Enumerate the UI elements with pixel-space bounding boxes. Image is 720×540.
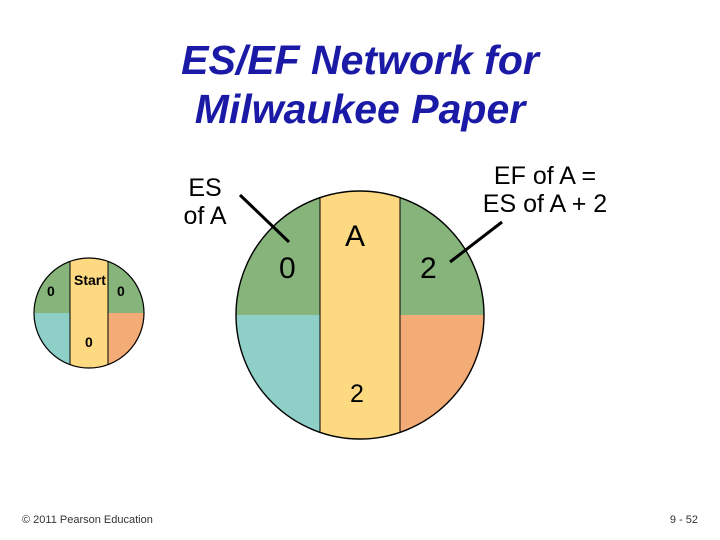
node-a-outline xyxy=(235,190,485,440)
node-a-duration-value: 2 xyxy=(350,380,364,408)
ef-callout-text: EF of A = ES of A + 2 xyxy=(482,162,608,218)
node-a-ef-value: 2 xyxy=(420,252,437,285)
start-node-label: Start xyxy=(74,272,106,288)
start-node-ef-value: 0 xyxy=(117,283,125,299)
ef-callout-pointer xyxy=(449,220,503,264)
footer-copyright: © 2011 Pearson Education xyxy=(22,514,153,526)
start-node-es-value: 0 xyxy=(47,283,55,299)
footer-page-number: 9 - 52 xyxy=(669,514,698,526)
start-node-outline xyxy=(33,257,145,369)
es-callout-pointer xyxy=(238,193,291,244)
title-line-1: ES/EF Network for xyxy=(181,37,539,83)
es-callout-text: ES of A xyxy=(183,174,227,230)
slide-title: ES/EF Network for Milwaukee Paper xyxy=(100,36,620,134)
node-a-label: A xyxy=(345,220,366,253)
node-a-center-band xyxy=(320,191,400,439)
node-a-es-value: 0 xyxy=(279,252,296,285)
start-node-center-band xyxy=(70,258,108,368)
title-line-2: Milwaukee Paper xyxy=(194,86,526,132)
start-node-ls-value: 0 xyxy=(85,334,93,350)
